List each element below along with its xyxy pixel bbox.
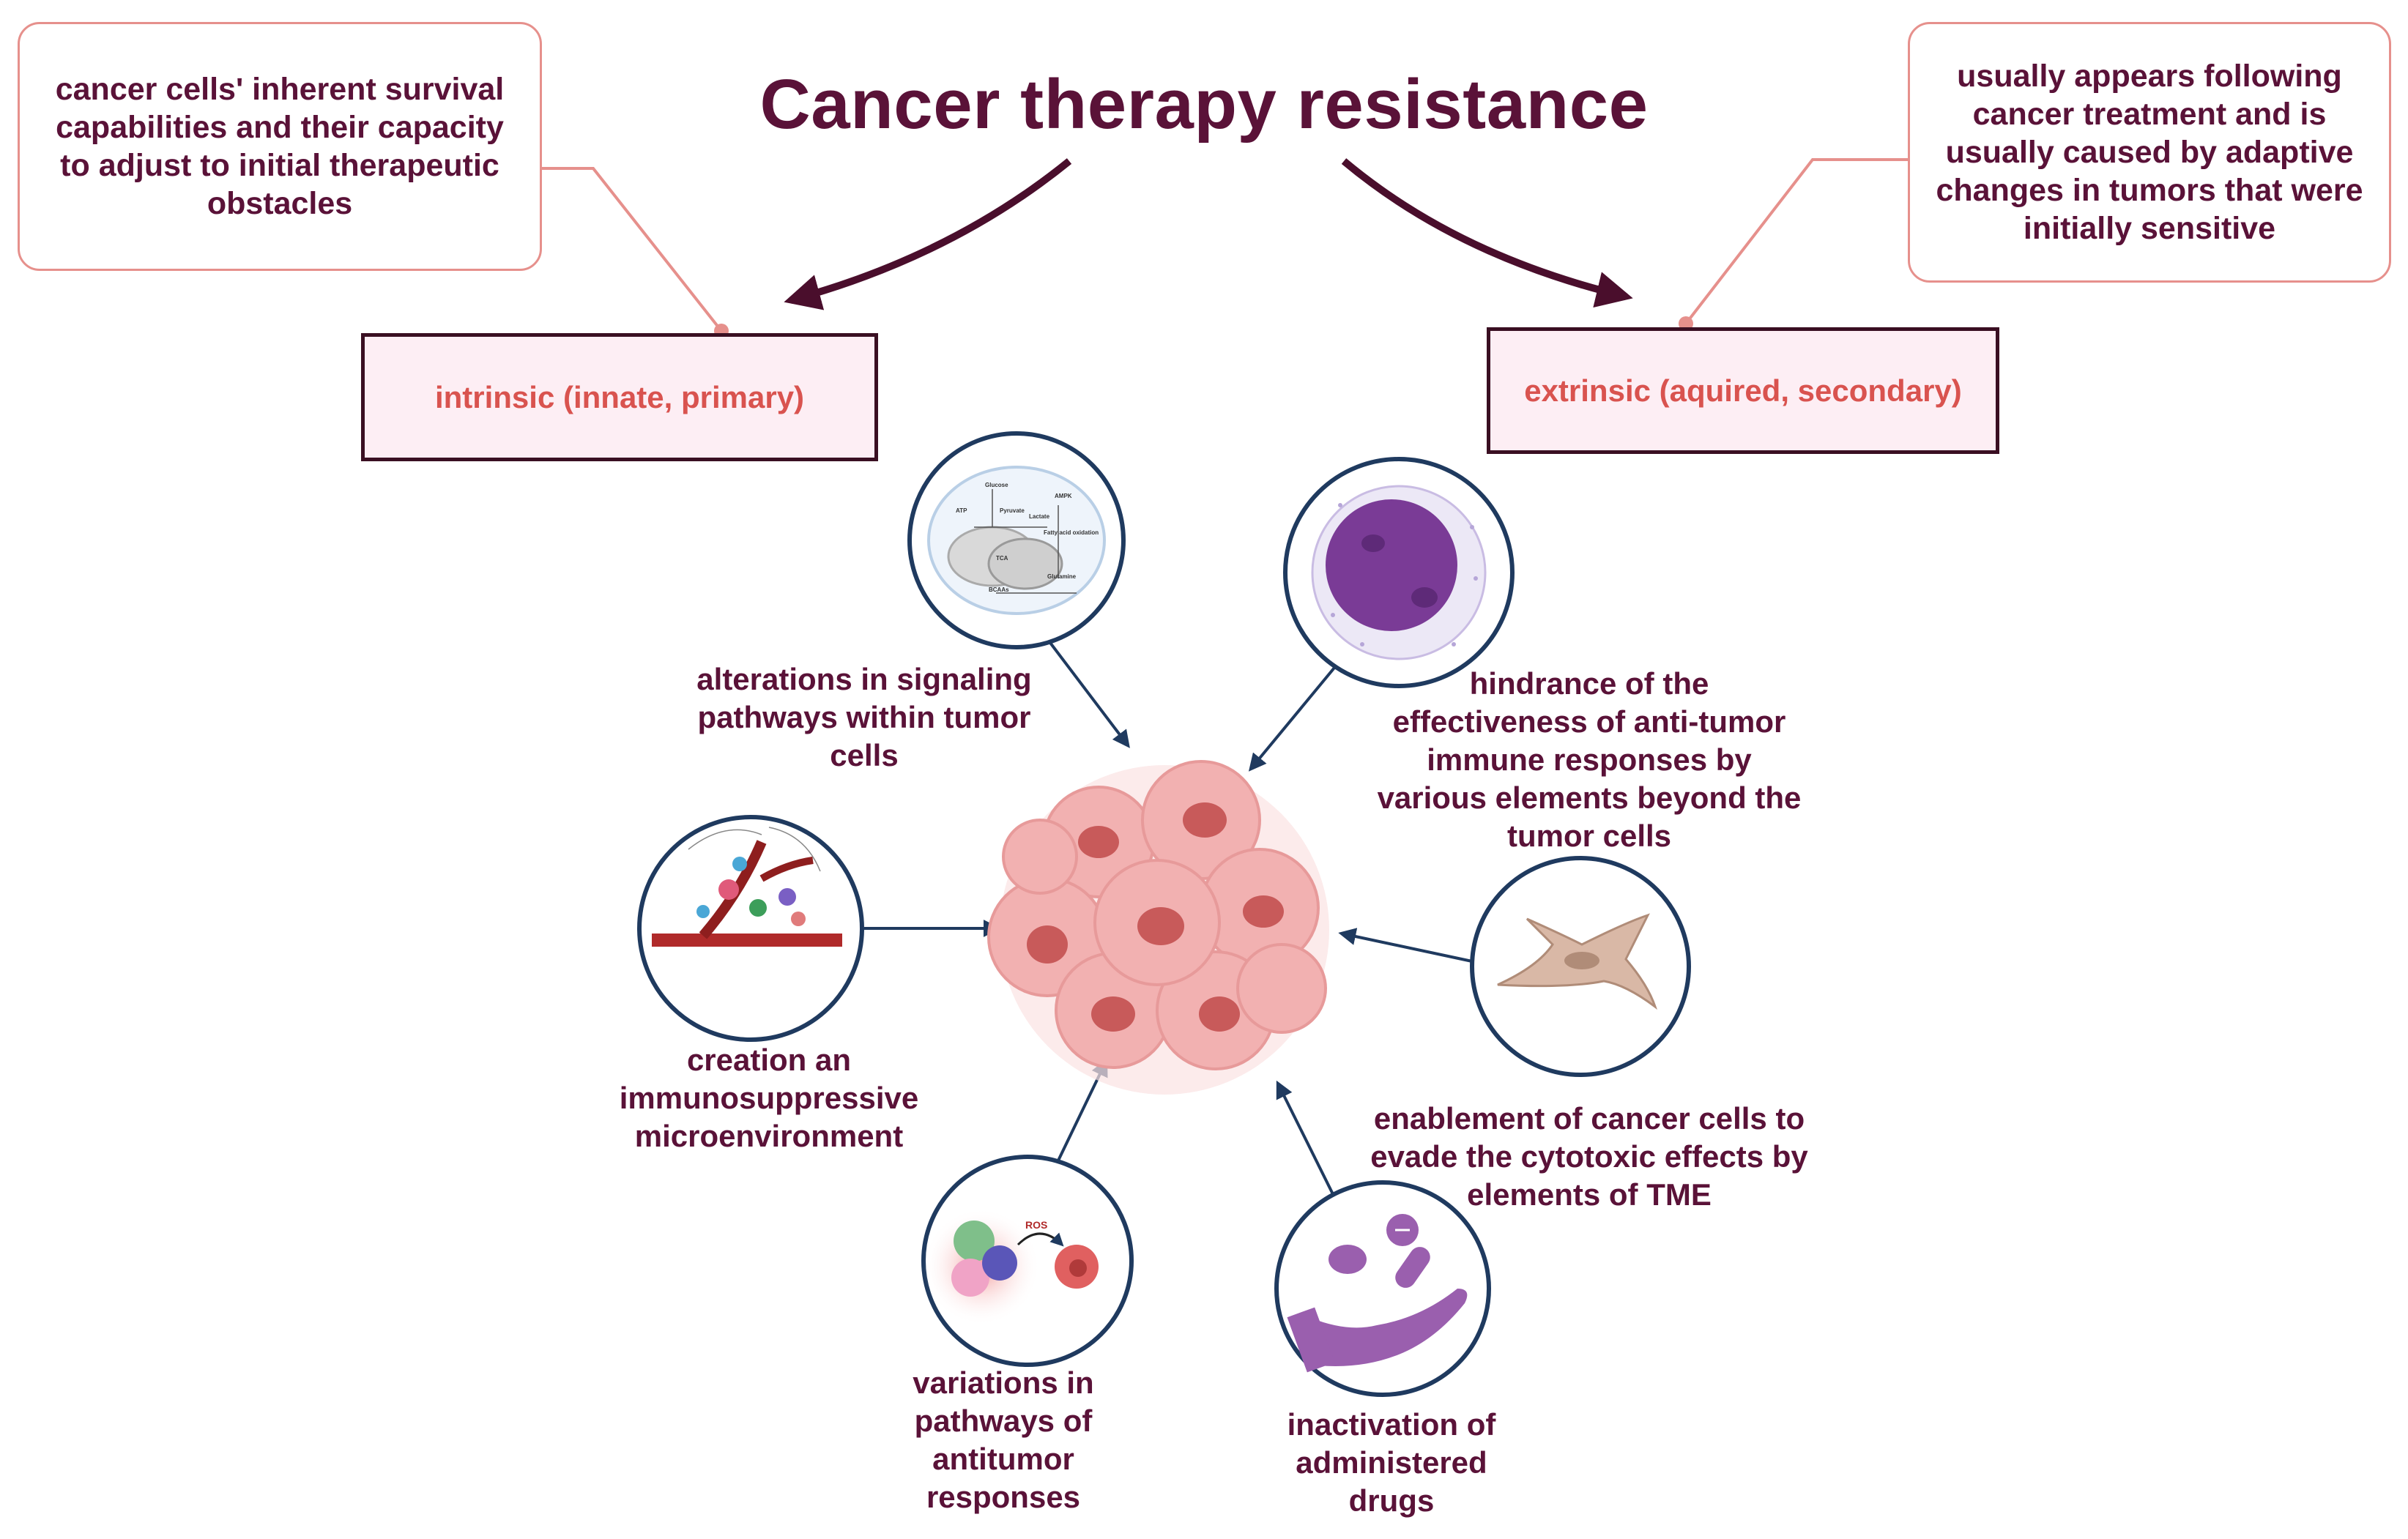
mito-glutamine-text: Glutamine — [1047, 573, 1077, 580]
immune-hindrance-label: hindrance of the effectiveness of anti-t… — [1377, 666, 1802, 853]
hand-pills-icon — [1274, 1180, 1491, 1397]
arrow-title-to-intrinsic — [784, 158, 1072, 310]
mito-ampk-text: AMPK — [1055, 493, 1072, 499]
mito-bcaas-text: BCAAs — [989, 586, 1009, 593]
blood-vessel-microenvironment-icon — [637, 815, 864, 1042]
tumor-cell-cluster-icon — [987, 760, 1329, 1095]
ros-text: ROS — [1025, 1219, 1047, 1231]
mito-lactate-text: Lactate — [1029, 513, 1050, 520]
fibroblast-icon — [1470, 856, 1691, 1077]
arrow-immune-hindrance — [1248, 666, 1336, 772]
callout-leader-left — [542, 167, 729, 338]
mito-fatty-text: Fatty acid oxidation — [1044, 529, 1099, 536]
drug-inactivation-label: inactivation of administered drugs — [1287, 1407, 1496, 1518]
immune-cells-ros-icon: ROS — [921, 1155, 1134, 1367]
intrinsic-box: intrinsic (innate, primary) — [361, 333, 878, 461]
mito-pyruvate-text: Pyruvate — [1000, 507, 1025, 514]
arrow-drug-inactivation — [1276, 1080, 1336, 1198]
arrow-tme-evasion — [1338, 928, 1473, 963]
immunosuppressive-label: creation an immunosuppressive microenvir… — [619, 1043, 919, 1153]
callout-leader-right — [1679, 158, 1908, 331]
extrinsic-box: extrinsic (aquired, secondary) — [1487, 327, 1999, 454]
tme-evasion-label: enablement of cancer cells to evade the … — [1370, 1101, 1808, 1212]
extrinsic-callout: usually appears following cancer treatme… — [1908, 22, 2391, 283]
mito-tca-text: TCA — [996, 555, 1008, 562]
mitochondria-metabolism-icon: Glucose ATP Pyruvate Lactate AMPK Fatty … — [907, 431, 1126, 649]
antitumor-variation-label: variations in pathways of antitumor resp… — [913, 1365, 1094, 1514]
intrinsic-callout: cancer cells' inherent survival capabili… — [18, 22, 542, 271]
immune-cell-icon — [1283, 457, 1515, 688]
mito-atp-text: ATP — [956, 507, 967, 514]
arrow-signaling — [1044, 636, 1130, 748]
arrow-title-to-extrinsic — [1341, 158, 1633, 308]
diagram-title: Cancer therapy resistance — [759, 65, 1649, 144]
signaling-label: alterations in signaling pathways within… — [696, 662, 1032, 772]
mito-glucose-text: Glucose — [985, 482, 1008, 488]
